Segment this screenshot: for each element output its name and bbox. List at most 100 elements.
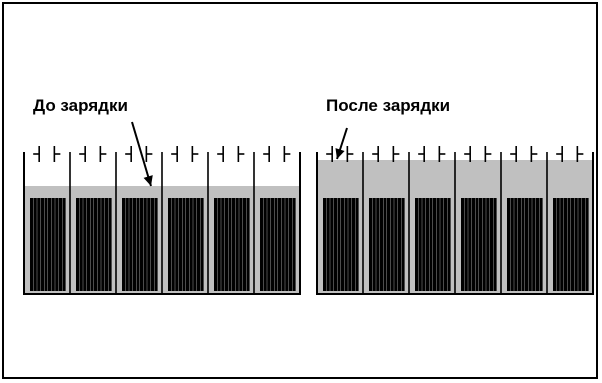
- after-plate: [425, 198, 429, 291]
- before-plate: [86, 198, 90, 291]
- after-plate: [486, 198, 490, 291]
- after-plate: [471, 198, 475, 291]
- before-plate: [79, 198, 83, 291]
- after-plate: [563, 198, 567, 291]
- after-plate: [489, 198, 493, 291]
- before-plate: [76, 198, 80, 291]
- after-plate: [387, 198, 391, 291]
- before-plate: [97, 198, 101, 291]
- after-plate: [514, 198, 518, 291]
- after-plate: [369, 198, 373, 291]
- before-plate: [108, 198, 112, 291]
- before-plate: [62, 198, 66, 291]
- before-plate: [136, 198, 140, 291]
- after-plate: [464, 198, 468, 291]
- after-plate: [348, 198, 352, 291]
- after-plate: [418, 198, 422, 291]
- before-plate: [186, 198, 190, 291]
- after-plate: [323, 198, 327, 291]
- before-plate: [150, 198, 154, 291]
- after-plate: [433, 198, 437, 291]
- before-plate: [30, 198, 34, 291]
- before-plate: [270, 198, 274, 291]
- after-plate: [556, 198, 560, 291]
- after-plate: [475, 198, 479, 291]
- before-plate: [263, 198, 267, 291]
- after-plate: [510, 198, 514, 291]
- before-plate: [292, 198, 296, 291]
- before-plate: [274, 198, 278, 291]
- arrow-after-head: [335, 148, 345, 159]
- before-plate: [288, 198, 292, 291]
- before-plate: [235, 198, 239, 291]
- after-plate: [429, 198, 433, 291]
- after-plate: [574, 198, 578, 291]
- after-plate: [507, 198, 511, 291]
- after-plate: [415, 198, 419, 291]
- after-plate: [521, 198, 525, 291]
- label-before-charging: До зарядки: [33, 96, 128, 115]
- after-plate: [578, 198, 582, 291]
- before-plate: [171, 198, 175, 291]
- after-plate: [585, 198, 589, 291]
- before-plate: [129, 198, 133, 291]
- after-plate: [560, 198, 564, 291]
- before-plate: [267, 198, 271, 291]
- before-plate: [178, 198, 182, 291]
- after-plate: [337, 198, 341, 291]
- before-plate: [104, 198, 108, 291]
- before-plate: [147, 198, 151, 291]
- after-plate: [493, 198, 497, 291]
- after-plate: [535, 198, 539, 291]
- before-plate: [228, 198, 232, 291]
- after-plate: [401, 198, 405, 291]
- before-plate: [260, 198, 264, 291]
- after-plate: [517, 198, 521, 291]
- label-after-charging: После зарядки: [326, 96, 451, 115]
- before-plate: [58, 198, 62, 291]
- after-plate: [330, 198, 334, 291]
- after-plate: [333, 198, 337, 291]
- before-plate: [125, 198, 129, 291]
- after-plate: [376, 198, 380, 291]
- before-plate: [132, 198, 136, 291]
- after-plate: [567, 198, 571, 291]
- before-plate: [175, 198, 179, 291]
- after-plate: [539, 198, 543, 291]
- arrow-before-head: [143, 175, 153, 186]
- after-plate: [394, 198, 398, 291]
- after-plate: [479, 198, 483, 291]
- after-plate: [461, 198, 465, 291]
- before-plate: [48, 198, 52, 291]
- before-plate: [143, 198, 147, 291]
- arrow-before-shaft: [131, 121, 152, 187]
- after-plate: [355, 198, 359, 291]
- before-plate: [33, 198, 37, 291]
- before-plate: [44, 198, 48, 291]
- after-plate: [525, 198, 529, 291]
- after-plate: [390, 198, 394, 291]
- before-plate: [285, 198, 289, 291]
- after-plate: [581, 198, 585, 291]
- before-plate: [90, 198, 94, 291]
- before-plate: [140, 198, 144, 291]
- after-plate: [468, 198, 472, 291]
- before-plate: [281, 198, 285, 291]
- after-plate: [326, 198, 330, 291]
- before-plate: [200, 198, 204, 291]
- after-plate: [532, 198, 536, 291]
- before-plate: [232, 198, 236, 291]
- after-plate: [553, 198, 557, 291]
- before-plate: [51, 198, 55, 291]
- before-plate: [182, 198, 186, 291]
- before-plate: [154, 198, 158, 291]
- before-plate: [83, 198, 87, 291]
- before-plate: [122, 198, 126, 291]
- before-plate: [224, 198, 228, 291]
- after-plate: [379, 198, 383, 291]
- before-plate: [221, 198, 225, 291]
- before-plate: [278, 198, 282, 291]
- before-plate: [217, 198, 221, 291]
- after-plate: [372, 198, 376, 291]
